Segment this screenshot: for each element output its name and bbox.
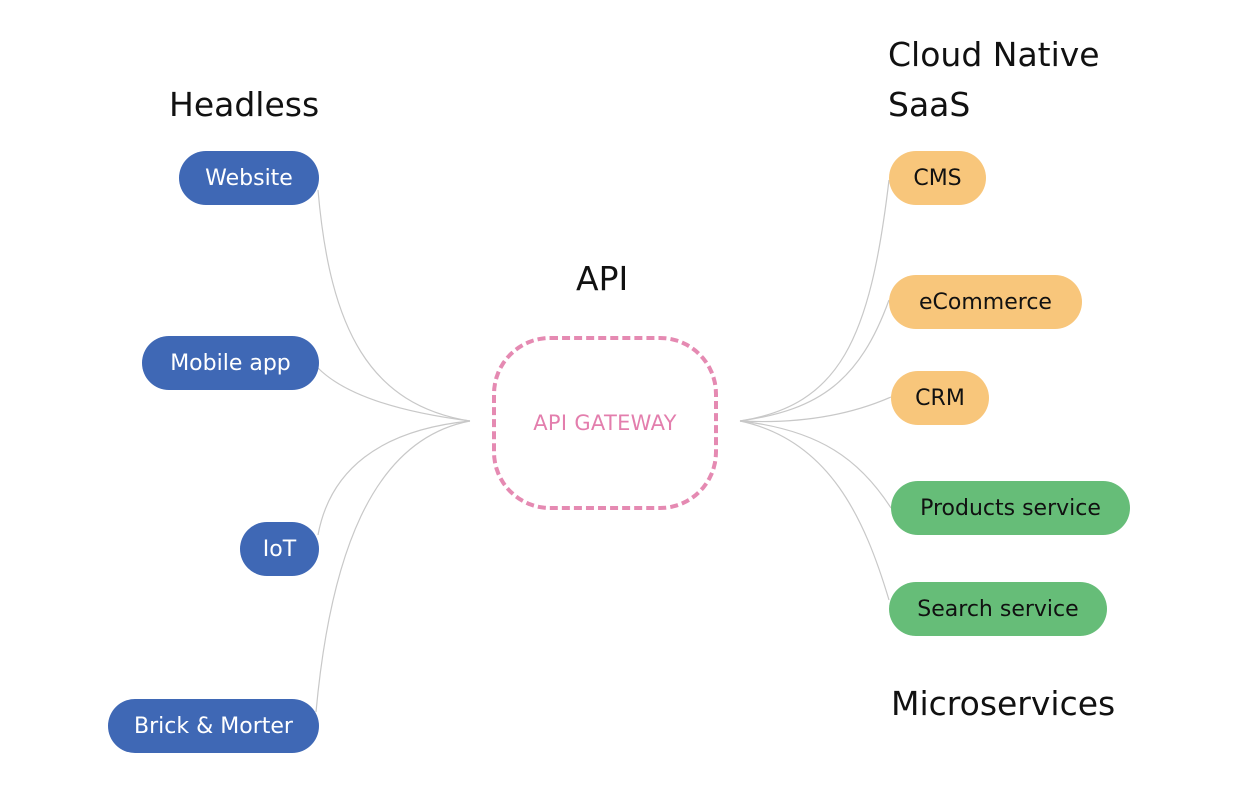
connector-mobile-app: [317, 367, 471, 422]
connector-brick-and-morter: [315, 420, 471, 713]
api-gateway-label: API GATEWAY: [533, 411, 677, 435]
api-heading: API: [576, 259, 629, 298]
api-gateway[interactable]: API GATEWAY: [492, 336, 718, 510]
cloud-native-heading: Cloud Native: [888, 35, 1100, 74]
client-iot[interactable]: IoT: [240, 522, 319, 576]
connector-ecommerce: [739, 299, 890, 422]
saas-heading: SaaS: [888, 85, 971, 124]
connector-website: [317, 189, 471, 422]
connector-products-service: [739, 420, 892, 509]
connector-cms: [739, 179, 890, 422]
headless-heading: Headless: [169, 85, 320, 124]
saas-cms[interactable]: CMS: [889, 151, 986, 205]
microservice-search[interactable]: Search service: [889, 582, 1107, 636]
client-brick-and-morter[interactable]: Brick & Morter: [108, 699, 319, 753]
connector-search-service: [739, 420, 890, 601]
microservices-heading: Microservices: [891, 684, 1116, 723]
client-website[interactable]: Website: [179, 151, 319, 205]
microservice-products[interactable]: Products service: [891, 481, 1130, 535]
saas-crm[interactable]: CRM: [891, 371, 989, 425]
client-mobile-app[interactable]: Mobile app: [142, 336, 319, 390]
saas-ecommerce[interactable]: eCommerce: [889, 275, 1082, 329]
connector-crm: [739, 396, 892, 423]
connector-iot: [317, 420, 471, 536]
